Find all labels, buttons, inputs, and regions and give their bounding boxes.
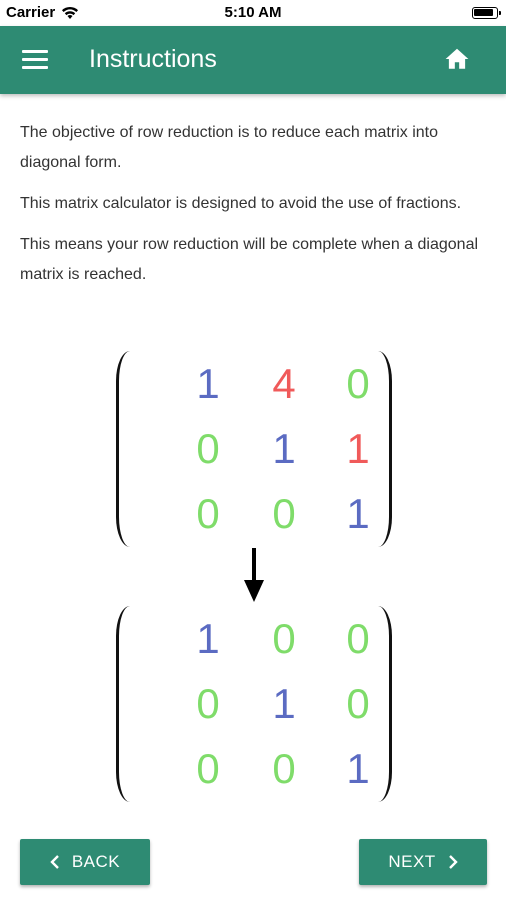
matrix-cell: 1 bbox=[196, 360, 220, 407]
down-arrow-icon bbox=[244, 548, 264, 602]
matrix-bracket-left bbox=[116, 606, 132, 802]
matrix-after: 1 0 0 0 1 0 0 0 1 bbox=[116, 606, 392, 802]
instructions-content: The objective of row reduction is to red… bbox=[20, 118, 486, 301]
matrix-bracket-left bbox=[116, 351, 132, 547]
matrix-cell: 0 bbox=[346, 360, 370, 407]
battery-icon bbox=[472, 7, 501, 19]
carrier-label: Carrier bbox=[6, 4, 56, 21]
matrix-cell: 0 bbox=[196, 425, 220, 472]
matrix-cell: 1 bbox=[272, 425, 296, 472]
home-icon[interactable] bbox=[444, 46, 470, 72]
menu-icon[interactable] bbox=[22, 50, 48, 70]
next-button[interactable]: NEXT bbox=[359, 839, 487, 885]
app-bar: Instructions bbox=[0, 26, 506, 94]
instruction-paragraph: This matrix calculator is designed to av… bbox=[20, 195, 462, 212]
matrix-cell: 0 bbox=[346, 680, 370, 727]
back-button-label: BACK bbox=[71, 852, 121, 871]
matrix-cell: 1 bbox=[272, 680, 296, 727]
matrix-cell: 1 bbox=[346, 490, 370, 537]
status-carrier-group: Carrier bbox=[6, 4, 79, 21]
matrix-cell: 1 bbox=[346, 425, 370, 472]
page-title: Instructions bbox=[89, 45, 217, 73]
matrix-cell: 0 bbox=[272, 615, 296, 662]
wifi-icon bbox=[62, 6, 79, 19]
instruction-paragraph: This means your row reduction will be co… bbox=[20, 236, 479, 283]
chevron-right-icon bbox=[448, 855, 458, 869]
matrix-bracket-right bbox=[376, 606, 392, 802]
status-bar: Carrier 5:10 AM bbox=[0, 0, 506, 26]
matrix-cell: 0 bbox=[346, 615, 370, 662]
matrix-cell: 0 bbox=[196, 745, 220, 792]
matrix-cell: 1 bbox=[196, 615, 220, 662]
matrix-cell: 0 bbox=[272, 490, 296, 537]
instruction-paragraph: The objective of row reduction is to red… bbox=[20, 124, 438, 171]
matrix-cell: 4 bbox=[272, 360, 296, 407]
matrix-before: 1 4 0 0 1 1 0 0 1 bbox=[116, 351, 392, 547]
matrix-cell: 0 bbox=[196, 680, 220, 727]
status-time: 5:10 AM bbox=[224, 4, 282, 21]
matrix-cell: 0 bbox=[196, 490, 220, 537]
matrix-bracket-right bbox=[376, 351, 392, 547]
next-button-label: NEXT bbox=[388, 852, 436, 871]
matrix-cell: 1 bbox=[346, 745, 370, 792]
back-button[interactable]: BACK bbox=[20, 839, 150, 885]
chevron-left-icon bbox=[50, 855, 59, 869]
matrix-cell: 0 bbox=[272, 745, 296, 792]
